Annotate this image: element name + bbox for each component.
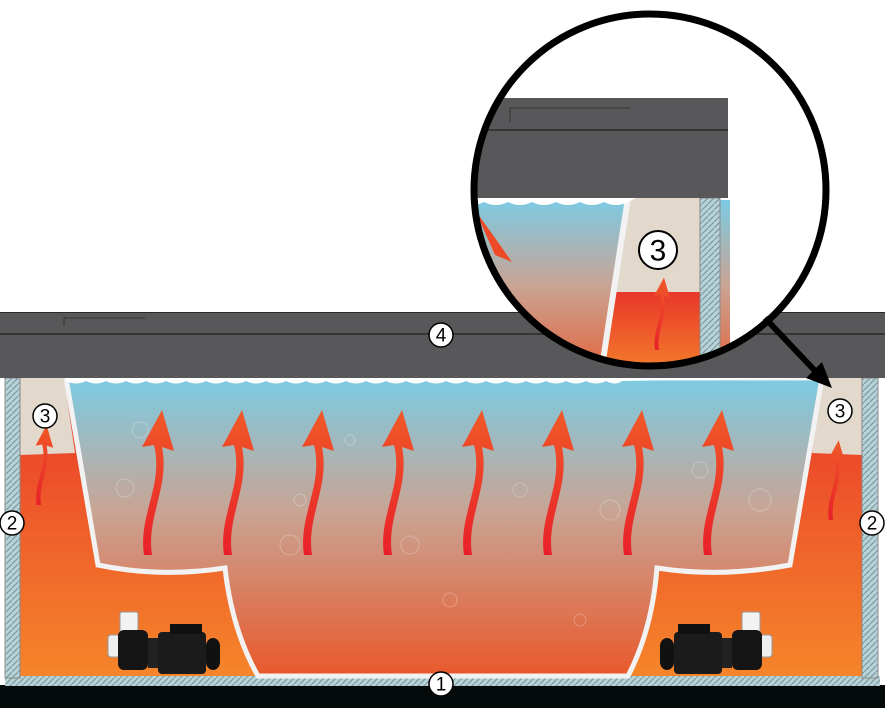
svg-text:3: 3 [650, 235, 667, 268]
callout-labels: 4 1 2 2 3 3 3 [0, 230, 885, 697]
magnifier-ring [470, 10, 830, 370]
svg-text:2: 2 [7, 514, 18, 535]
label-foam-right: 3 [827, 398, 853, 424]
label-base: 1 [428, 671, 454, 697]
label-insulation-left: 2 [0, 510, 25, 536]
svg-text:1: 1 [436, 675, 447, 696]
bubbles [115, 421, 772, 627]
label-insulation-right: 2 [859, 510, 885, 536]
label-foam-left: 3 [32, 403, 58, 429]
water-shell [63, 375, 825, 679]
magnifier-inset [470, 10, 832, 388]
svg-text:3: 3 [835, 402, 846, 423]
svg-text:4: 4 [436, 326, 447, 347]
magnifier-pointer [762, 315, 821, 377]
label-foam-magnified: 3 [638, 230, 678, 270]
svg-text:2: 2 [867, 514, 878, 535]
svg-text:3: 3 [40, 407, 51, 428]
water-surface [66, 378, 822, 384]
label-cover: 4 [428, 322, 454, 348]
magnifier-arrowhead [806, 362, 832, 388]
